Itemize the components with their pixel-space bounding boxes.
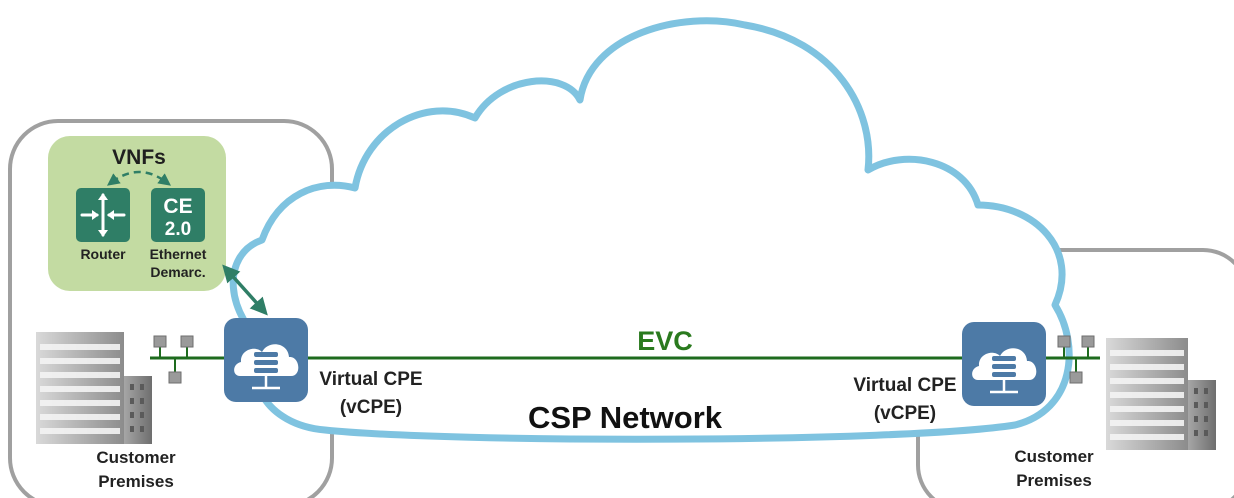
ce-badge-line1: CE [163,195,192,218]
right-premises-label-line1: Customer [1014,447,1094,466]
right-building-icon [1106,338,1216,450]
vnf-panel-title: VNFs [112,146,166,169]
left-vcpe-label-line1: Virtual CPE [319,369,423,390]
csp-network-label: CSP Network [527,400,723,435]
csp-cloud [229,17,1073,443]
right-vcpe-icon[interactable] [962,322,1046,406]
vnf-chain-arrow [106,170,172,186]
ethernet-demarc-label-line2: Demarc. [150,264,206,280]
right-vcpe-label-line2: (vCPE) [873,403,937,424]
right-vcpe-label-line1: Virtual CPE [853,375,957,396]
ce-badge-line2: 2.0 [165,219,191,240]
left-lan-icon [153,335,194,384]
left-vcpe-icon[interactable] [224,318,308,402]
left-vcpe-label-line2: (vCPE) [339,397,403,418]
left-building-icon [36,332,152,444]
left-premises-label-line1: Customer [96,448,176,467]
left-premises-label-line2: Premises [98,472,174,491]
evc-label: EVC [637,326,693,356]
right-premises-label-line2: Premises [1016,471,1092,490]
vnf-to-vcpe-arrow [222,264,268,316]
router-icon[interactable] [76,188,130,242]
vnf-panel [48,136,226,291]
right-lan-icon [1057,335,1095,384]
ethernet-demarc-icon[interactable]: CE 2.0 [151,188,205,242]
ethernet-demarc-label-line1: Ethernet [149,246,207,262]
router-label: Router [80,246,126,262]
